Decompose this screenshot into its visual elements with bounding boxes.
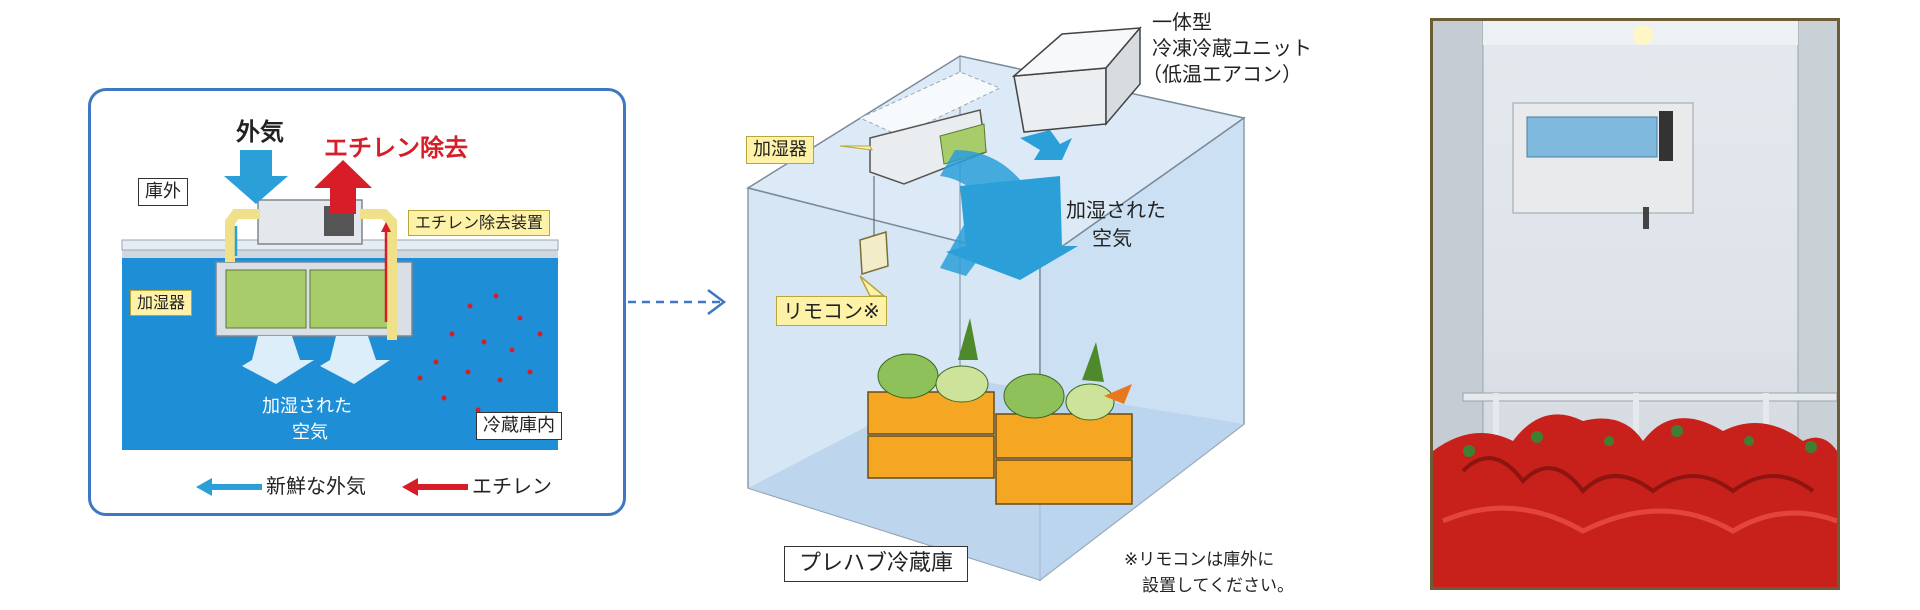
ethylene-removal-label: エチレン除去 <box>324 134 468 162</box>
remote-controller <box>859 231 889 275</box>
outdoor-unit-front <box>1013 67 1107 133</box>
duct-left <box>225 209 260 262</box>
legend-ethylene-label: エチレン <box>472 474 552 498</box>
ethylene-device-label: エチレン除去装置 <box>408 210 551 236</box>
humidifier-panel-right <box>309 269 391 329</box>
legend-fresh-air-arrow <box>196 478 262 496</box>
storage-wall <box>122 248 558 258</box>
humidifier-panel-left <box>225 269 307 329</box>
unit-label-line3: （低温エアコン） <box>1142 62 1302 86</box>
remote-label: リモコン※ <box>776 296 887 326</box>
humidifier-callout-pointer <box>839 145 873 151</box>
humidified-air-arrow-left <box>242 336 314 384</box>
unit-label-line1: 一体型 <box>1152 10 1212 34</box>
vegetable-crate-left <box>867 318 995 479</box>
cold-storage-photo <box>1430 18 1840 590</box>
vegetable-crate-right <box>995 342 1133 505</box>
ceiling-band <box>858 71 1002 137</box>
center-humidified-air-label-1: 加湿された <box>1066 198 1166 222</box>
center-humidifier-label: 加湿器 <box>746 136 814 164</box>
left-humidifier-label: 加湿器 <box>130 290 193 316</box>
duct-right <box>360 209 397 340</box>
photo-scene <box>1433 21 1837 587</box>
cold-air-arrow <box>1020 130 1072 160</box>
remote-note-line2: 設置してください。 <box>1142 576 1294 596</box>
duct-red-arrowhead <box>381 222 391 232</box>
ethylene-removal-arrow <box>314 160 372 214</box>
photo-red-bags <box>1433 414 1837 587</box>
remote-note-line1: ※リモコンは庫外に <box>1124 550 1275 570</box>
center-humidified-air-label-2: 空気 <box>1092 226 1132 250</box>
humidified-air-arrow-right <box>320 336 390 384</box>
fresh-air-arrow <box>224 150 288 204</box>
left-humidified-air-label-1: 加湿された <box>262 396 352 417</box>
left-humidified-air-label-2: 空気 <box>292 422 328 443</box>
outside-storage-label: 庫外 <box>138 178 188 206</box>
ethylene-dots <box>417 293 543 413</box>
outside-air-label: 外気 <box>236 118 284 146</box>
humidified-air-main-arrow <box>946 176 1078 280</box>
unit-label-line2: 冷凍冷蔵ユニット <box>1152 36 1312 60</box>
prefab-cold-storage-label: プレハブ冷蔵庫 <box>784 546 969 582</box>
inside-storage-label: 冷蔵庫内 <box>476 412 562 440</box>
legend-ethylene-arrow <box>402 478 468 496</box>
photo-ac-filter <box>1526 116 1658 158</box>
legend-fresh-air-label: 新鮮な外気 <box>266 474 366 498</box>
outdoor-unit-side <box>1105 25 1141 127</box>
